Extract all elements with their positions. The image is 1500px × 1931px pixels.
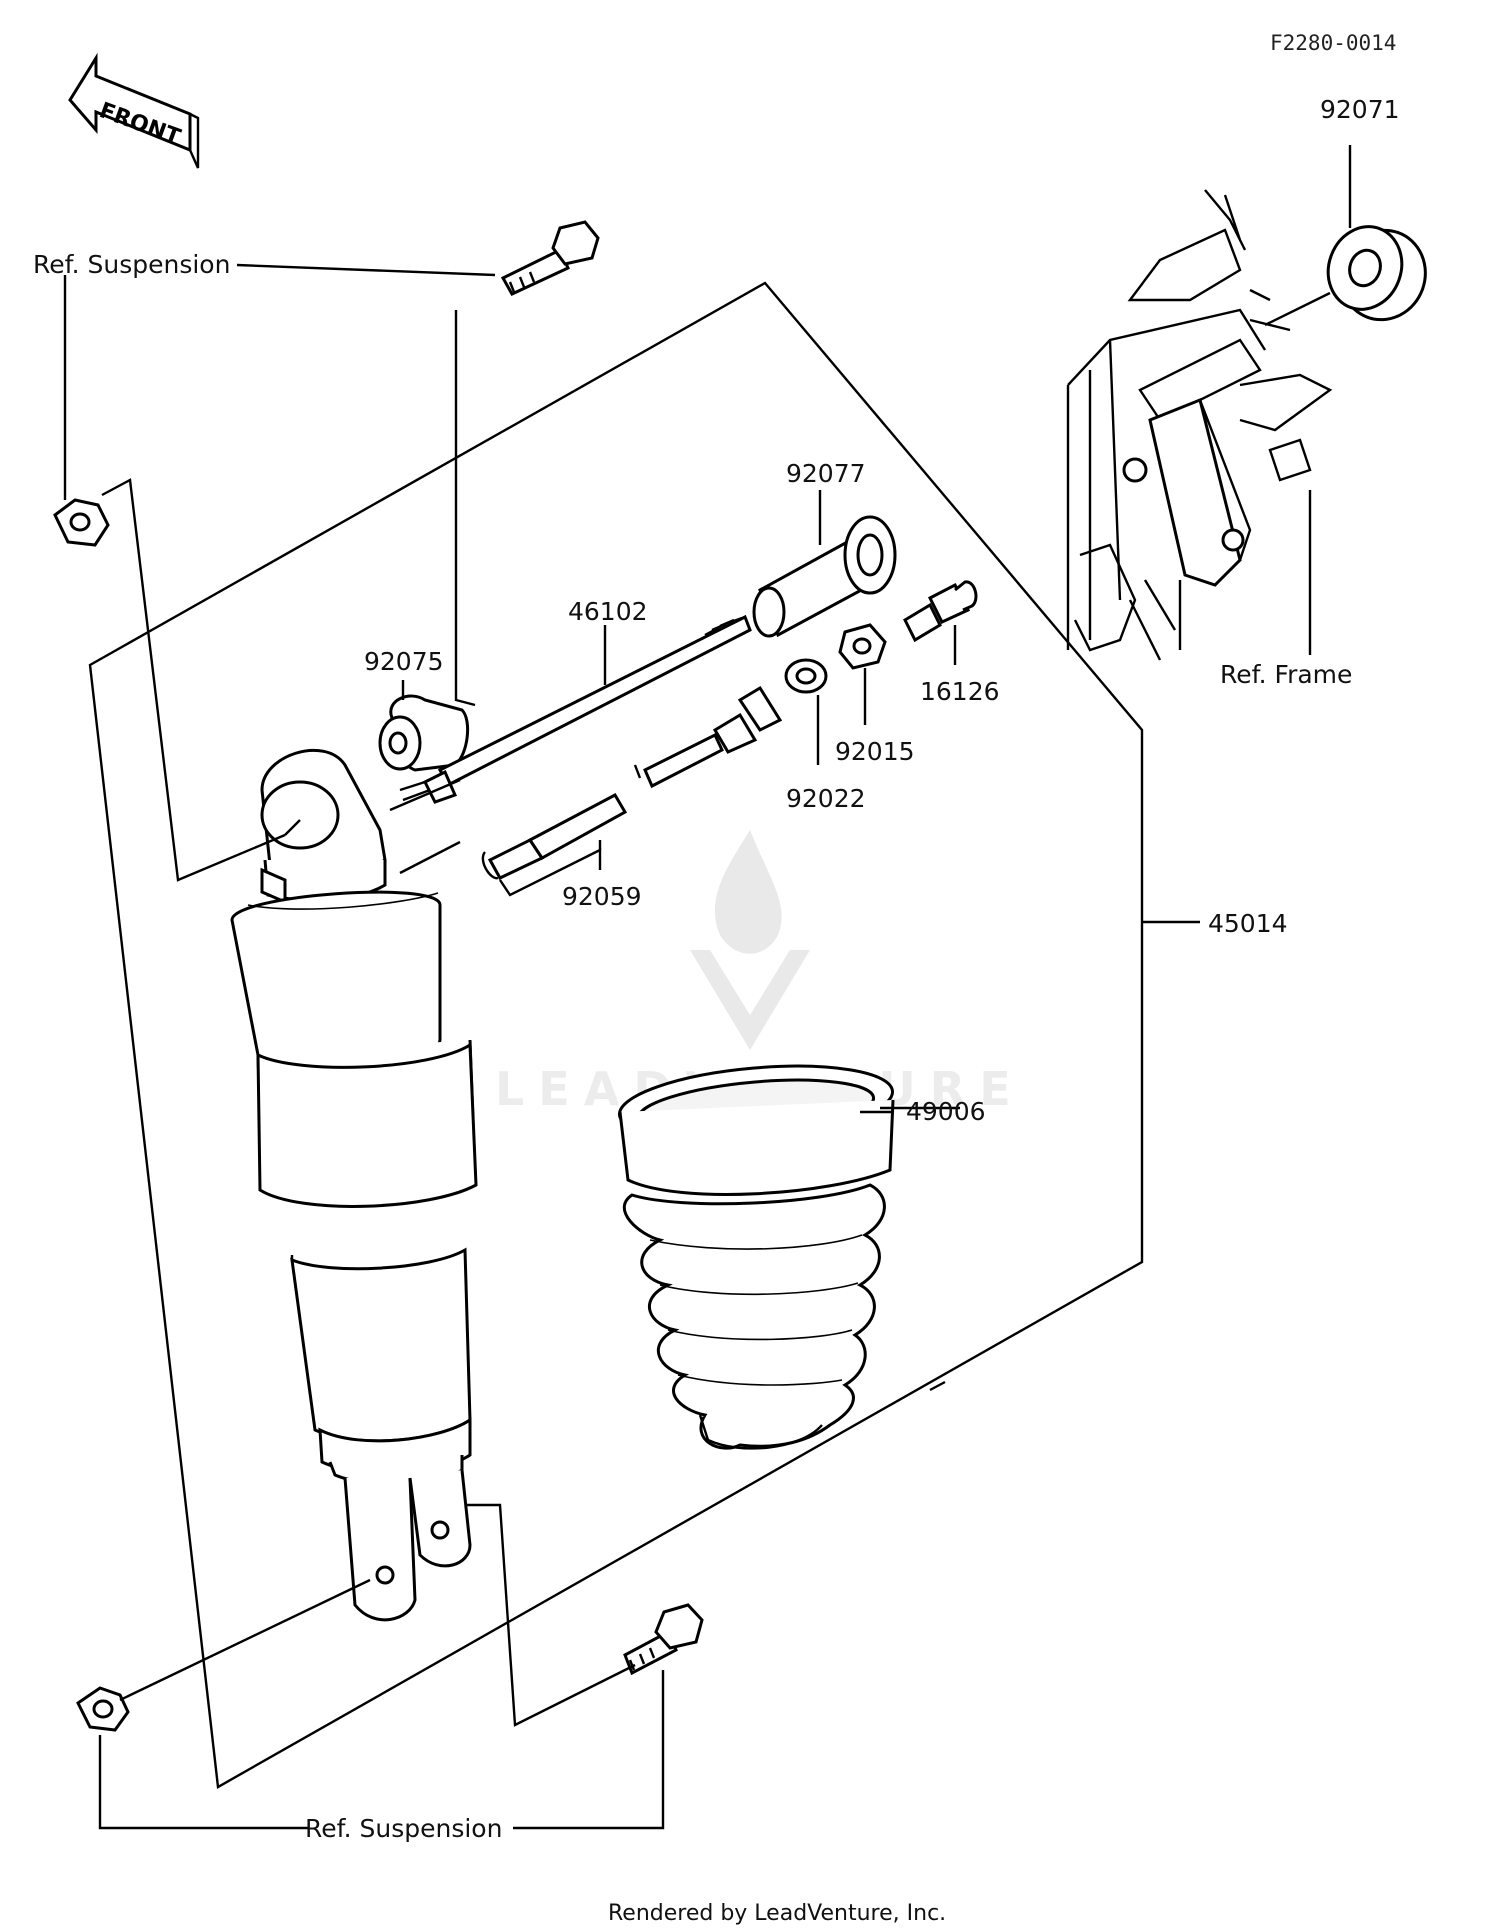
top-bolt bbox=[500, 220, 600, 296]
part-49006-boot bbox=[617, 1064, 895, 1450]
label-92059: 92059 bbox=[562, 882, 642, 911]
part-92022-washer bbox=[784, 658, 828, 694]
label-45014: 45014 bbox=[1208, 909, 1288, 938]
bottom-bolt bbox=[623, 1603, 704, 1676]
label-92022: 92022 bbox=[786, 784, 866, 813]
label-92015: 92015 bbox=[835, 737, 915, 766]
part-92075-bushing bbox=[378, 694, 470, 772]
part-46102-rod bbox=[399, 614, 752, 804]
label-92075: 92075 bbox=[364, 647, 444, 676]
front-arrow-icon: FRONT bbox=[68, 52, 200, 169]
part-92077-collar bbox=[752, 515, 897, 638]
label-46102: 46102 bbox=[568, 597, 648, 626]
leader-lines bbox=[63, 263, 1200, 1830]
label-ref-suspension-top: Ref. Suspension bbox=[33, 250, 230, 279]
footer-credit: Rendered by LeadVenture, Inc. bbox=[608, 1901, 946, 1926]
label-ref-frame: Ref. Frame bbox=[1220, 660, 1352, 689]
assembly-outline-45014 bbox=[88, 281, 1144, 1789]
outline-break bbox=[929, 1380, 946, 1392]
frame-drawing bbox=[1066, 189, 1333, 661]
figure-code: F2280-0014 bbox=[1270, 31, 1396, 55]
label-49006: 49006 bbox=[906, 1097, 986, 1126]
bottom-nut bbox=[76, 1686, 130, 1732]
label-16126: 16126 bbox=[920, 677, 1000, 706]
label-92077: 92077 bbox=[786, 459, 866, 488]
top-nut bbox=[53, 498, 110, 547]
part-92015-nut bbox=[838, 623, 887, 670]
part-92071-grommet bbox=[1326, 225, 1427, 322]
label-ref-suspension-bottom: Ref. Suspension bbox=[305, 1814, 502, 1843]
label-92071: 92071 bbox=[1320, 95, 1400, 124]
part-16126-valve bbox=[903, 580, 978, 643]
shock-absorber bbox=[230, 748, 478, 1622]
part-92059-pipe bbox=[481, 685, 783, 880]
